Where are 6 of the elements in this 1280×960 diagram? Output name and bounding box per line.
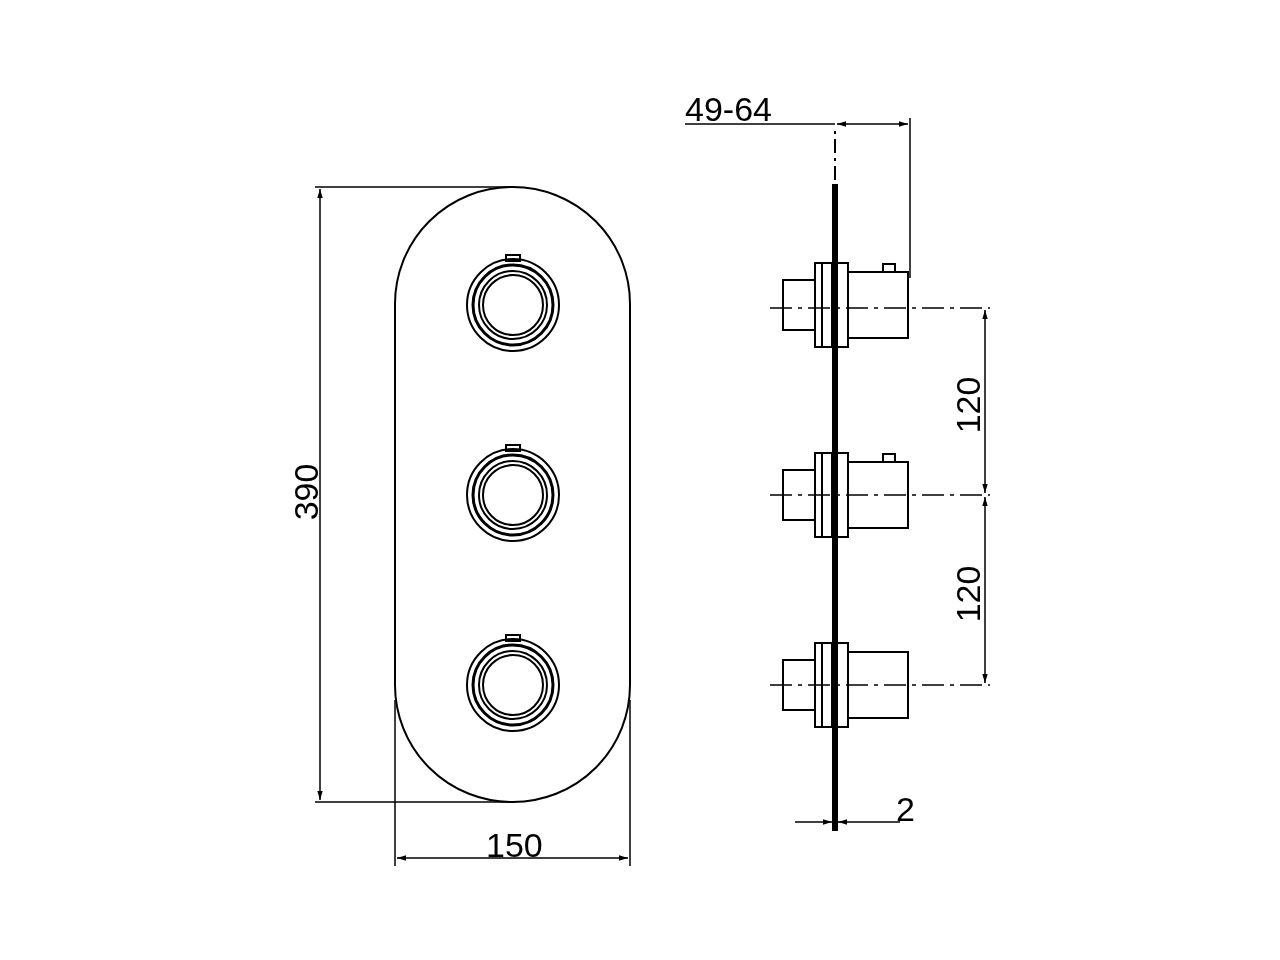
dimension-label: 49-64 — [685, 92, 772, 126]
dimension-label: 120 — [951, 376, 986, 434]
dimension-label: 2 — [896, 792, 915, 826]
dimension-label: 120 — [951, 565, 986, 623]
dimension-label: 390 — [289, 463, 324, 521]
dimension-label: 150 — [486, 828, 543, 862]
